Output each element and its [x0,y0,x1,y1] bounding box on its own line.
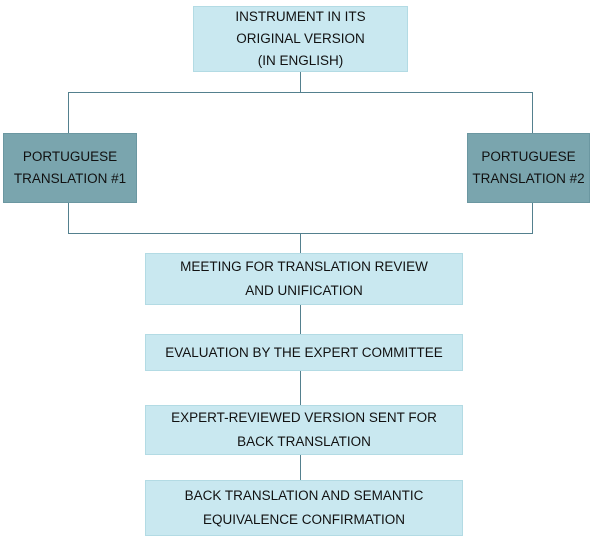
connector-merge-to-meeting [300,233,301,253]
connector-to-translation2 [532,92,533,133]
connector-meeting-to-evaluation [300,305,301,334]
connector-original-to-split [300,72,301,92]
connector-evaluation-to-expert [300,371,301,405]
connector-expert-to-back [300,455,301,480]
node-expert-committee-evaluation: EVALUATION BY THE EXPERT COMMITTEE [145,334,463,371]
node-back-translation-confirmation: BACK TRANSLATION AND SEMANTIC EQUIVALENC… [145,480,463,536]
connector-from-translation2 [532,203,533,233]
connector-split-horizontal [68,92,533,93]
node-expert-reviewed-version: EXPERT-REVIEWED VERSION SENT FOR BACK TR… [145,405,463,455]
connector-to-translation1 [68,92,69,133]
connector-from-translation1 [68,203,69,233]
node-translation-review-meeting: MEETING FOR TRANSLATION REVIEW AND UNIFI… [145,253,463,305]
node-portuguese-translation-1: PORTUGUESE TRANSLATION #1 [3,133,137,203]
node-portuguese-translation-2: PORTUGUESE TRANSLATION #2 [467,133,590,203]
node-original-instrument: INSTRUMENT IN ITS ORIGINAL VERSION (IN E… [193,6,408,72]
